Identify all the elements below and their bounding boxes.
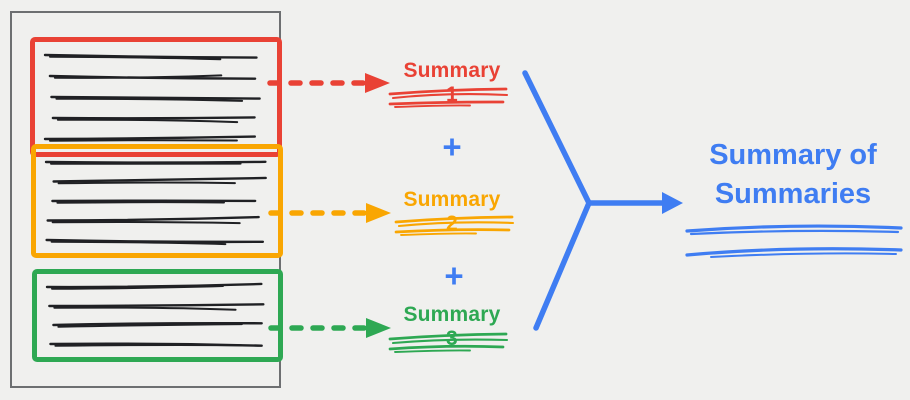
summary-of-summaries-label: Summary of Summaries [709, 139, 877, 210]
document-chunk-orange [31, 144, 283, 258]
summary-2-scribble [394, 215, 515, 236]
chunk-text-scribbles [43, 53, 261, 142]
source-document-panel [10, 11, 283, 388]
chunk-text-scribbles [44, 160, 267, 246]
plus-operator-2: + [444, 257, 464, 294]
document-chunk-green [32, 269, 283, 362]
dashed-arrow-green [268, 318, 391, 338]
result-scribble [685, 224, 903, 258]
summary-1-scribble [388, 87, 509, 108]
chunk-text-scribbles [45, 282, 265, 347]
summary-3-label: Summary 3 [403, 303, 501, 350]
plus-operator-1: + [442, 128, 462, 165]
dashed-arrow-red [267, 73, 390, 93]
document-chunk-red [30, 37, 282, 157]
summary-3-scribble [388, 332, 509, 353]
dashed-arrow-orange [268, 203, 391, 223]
merge-arrow [522, 70, 683, 331]
